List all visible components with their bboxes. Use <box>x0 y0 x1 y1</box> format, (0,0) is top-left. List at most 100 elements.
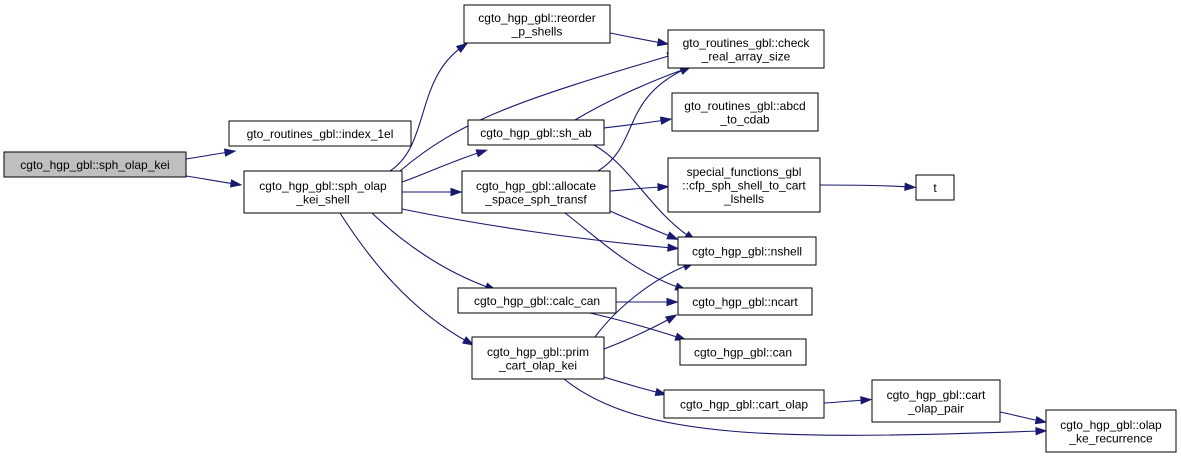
nodes-layer: cgto_hgp_gbl::sph_olap_kei gto_routines_g… <box>3 4 1177 453</box>
edge-prim_cart_olap_kei-to-cart_olap <box>603 376 668 396</box>
node-label: _cart_olap_kei <box>498 358 577 372</box>
edge-prim_cart_olap_kei-to-olap_ke_recurrence <box>563 378 1048 436</box>
node-allocate-space-sph-transf[interactable]: cgto_hgp_gbl::allocate_space_sph_transf <box>461 170 611 214</box>
node-label: cgto_hgp_gbl::nshell <box>692 245 802 259</box>
node-box[interactable] <box>463 4 611 44</box>
node-box[interactable] <box>679 338 807 366</box>
node-label: _real_array_size <box>701 49 791 63</box>
arrow-head <box>665 314 678 324</box>
node-label: cgto_hgp_gbl::cart <box>887 388 986 402</box>
node-box[interactable] <box>667 29 825 69</box>
node-olap-ke-recurrence[interactable]: cgto_hgp_gbl::olap_ke_recurrence <box>1045 409 1177 453</box>
edge-line <box>339 212 469 343</box>
edge-line <box>185 175 236 185</box>
node-cfp-sph-shell-to-cart-lshells[interactable]: special_functions_gbl::cfp_sph_shell_to_… <box>667 157 821 213</box>
edge-sph_olap_kei_shell-to-reorder_p_shells <box>389 42 469 172</box>
edge-allocate_space_sph_transf-to-cfp_sph_shell_to_cart_lshells <box>609 183 670 192</box>
node-label: cgto_hgp_gbl::allocate <box>476 179 596 193</box>
node-label: _space_sph_transf <box>484 192 587 206</box>
node-sph-olap-kei-shell[interactable]: cgto_hgp_gbl::sph_olap_kei_shell <box>243 170 403 214</box>
arrow-head <box>860 396 873 405</box>
node-box[interactable] <box>871 379 1001 423</box>
edge-line <box>609 32 663 44</box>
edge-sph_olap_kei_shell-to-check_real_array_size <box>399 52 680 172</box>
node-prim-cart-olap-kei[interactable]: cgto_hgp_gbl::prim_cart_olap_kei <box>471 336 605 380</box>
node-box[interactable] <box>677 287 813 316</box>
node-label: _ke_recurrence <box>1068 431 1153 445</box>
node-box[interactable] <box>663 389 825 419</box>
edge-line <box>819 184 910 188</box>
node-box[interactable] <box>467 119 605 146</box>
node-label: cgto_hgp_gbl::olap <box>1060 418 1162 432</box>
node-box[interactable] <box>1045 409 1177 453</box>
node-box[interactable] <box>667 157 821 213</box>
edges-layer <box>185 32 1048 436</box>
edge-sph_olap_kei_shell-to-prim_cart_olap_kei <box>339 212 475 346</box>
edge-line <box>589 312 681 339</box>
node-label: cgto_hgp_gbl::sph_olap_kei <box>20 158 169 172</box>
node-cart-olap-pair[interactable]: cgto_hgp_gbl::cart_olap_pair <box>871 379 1001 423</box>
arrow-head <box>462 336 475 346</box>
node-abcd-to-cdab[interactable]: gto_routines_gbl::abcd_to_cdab <box>671 92 819 132</box>
node-label: gto_routines_gbl::check <box>683 36 811 50</box>
node-box[interactable] <box>243 170 403 214</box>
node-cart-olap[interactable]: cgto_hgp_gbl::cart_olap <box>663 389 825 419</box>
node-can[interactable]: cgto_hgp_gbl::can <box>679 338 807 366</box>
node-index-1el[interactable]: gto_routines_gbl::index_1el <box>228 120 412 147</box>
node-nshell[interactable]: cgto_hgp_gbl::nshell <box>677 236 817 266</box>
node-label: cgto_hgp_gbl::cart_olap <box>680 398 808 412</box>
node-box[interactable] <box>915 174 955 201</box>
arrow-head <box>450 187 463 197</box>
node-box[interactable] <box>457 287 617 314</box>
edge-allocate_space_sph_transf-to-nshell <box>609 210 679 240</box>
edge-line <box>574 68 686 121</box>
edge-sh_ab-to-abcd_to_cdab <box>603 116 673 129</box>
node-reorder-p-shells[interactable]: cgto_hgp_gbl::reorder_p_shells <box>463 4 611 44</box>
edge-line <box>389 46 463 172</box>
edge-line <box>594 264 689 338</box>
edge-line <box>823 399 866 404</box>
edge-sph_olap_kei_shell-to-calc_can <box>371 212 498 291</box>
edge-prim_cart_olap_kei-to-ncart <box>603 314 678 350</box>
node-label: ::cfp_sph_shell_to_cart <box>682 179 806 193</box>
node-label: _to_cdab <box>719 112 770 126</box>
edge-cart_olap-to-cart_olap_pair <box>823 396 873 405</box>
node-label: _lshells <box>723 192 764 206</box>
arrow-head <box>475 149 489 158</box>
node-sph-olap-kei[interactable]: cgto_hgp_gbl::sph_olap_kei <box>3 151 187 178</box>
node-calc-can[interactable]: cgto_hgp_gbl::calc_can <box>457 287 617 314</box>
edge-line <box>999 411 1041 422</box>
edge-sph_olap_kei-to-sph_olap_kei_shell <box>185 175 243 188</box>
arrow-head <box>223 148 237 157</box>
edge-line <box>609 186 663 192</box>
node-label: cgto_hgp_gbl::reorder <box>478 11 595 25</box>
edge-line <box>399 54 673 172</box>
node-label: gto_routines_gbl::index_1el <box>247 127 394 141</box>
arrow-head <box>666 231 679 240</box>
edge-reorder_p_shells-to-check_real_array_size <box>609 32 670 47</box>
node-t[interactable]: t <box>915 174 955 201</box>
edge-line <box>371 212 491 289</box>
node-box[interactable] <box>671 92 819 132</box>
node-box[interactable] <box>228 120 412 147</box>
node-box[interactable] <box>3 151 187 178</box>
node-box[interactable] <box>677 236 817 266</box>
node-label: cgto_hgp_gbl::prim <box>487 345 589 359</box>
edge-cfp_sph_shell_to_cart_lshells-to-t <box>819 182 917 191</box>
node-sh-ab[interactable]: cgto_hgp_gbl::sh_ab <box>467 119 605 146</box>
node-ncart[interactable]: cgto_hgp_gbl::ncart <box>677 287 813 316</box>
node-box[interactable] <box>461 170 611 214</box>
arrow-head <box>667 243 680 252</box>
arrow-head <box>455 42 469 54</box>
edge-cart_olap_pair-to-olap_ke_recurrence <box>999 411 1048 425</box>
node-box[interactable] <box>471 336 605 380</box>
arrow-head <box>657 183 670 192</box>
edge-sph_olap_kei_shell-to-allocate_space_sph_transf <box>401 187 463 197</box>
edge-calc_can-to-ncart <box>616 297 679 307</box>
arrow-head <box>1035 426 1048 436</box>
edge-sph_olap_kei-to-index_1el <box>185 148 237 160</box>
arrow-head <box>659 116 673 125</box>
node-check-real-array-size[interactable]: gto_routines_gbl::check_real_array_size <box>667 29 825 69</box>
node-label: _kei_shell <box>295 192 349 206</box>
